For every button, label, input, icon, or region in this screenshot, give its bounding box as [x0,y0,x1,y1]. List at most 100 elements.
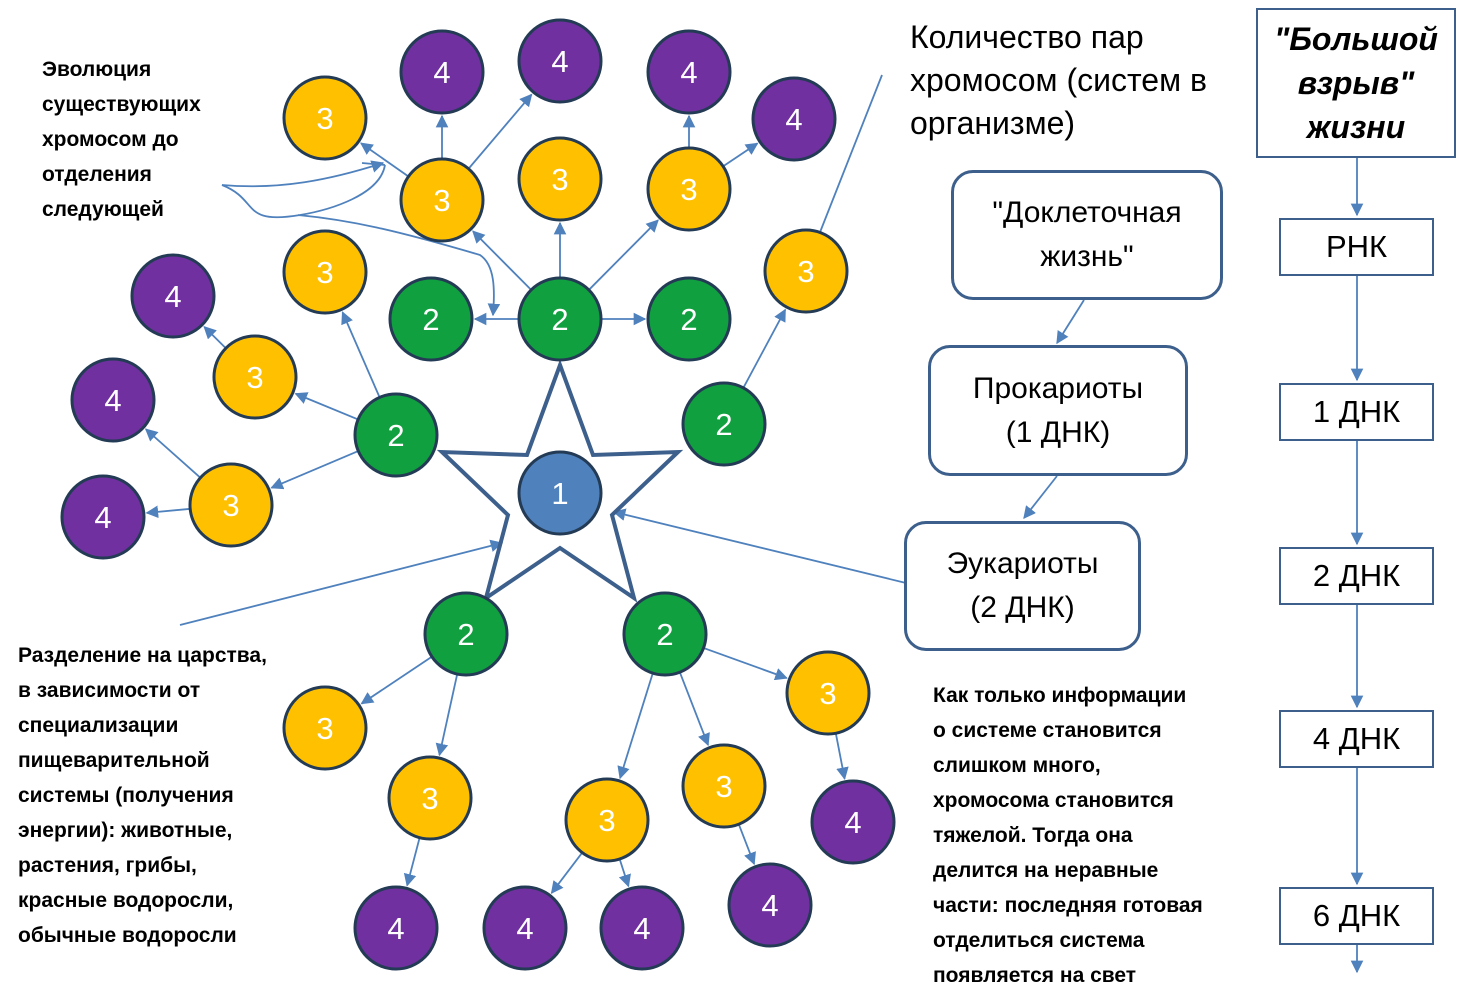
node-circle [423,591,509,677]
timeline-step-1dna: 1 ДНК [1279,383,1434,441]
node-label: 4 [844,805,861,840]
node-label: 3 [316,101,333,136]
node-label: 2 [422,302,439,337]
pointer-arrow [179,539,504,626]
node-circle [622,591,708,677]
pairs-title-line: хромосом (систем в [910,62,1207,98]
node-arrow [738,824,756,866]
chromosome-node-level-4: 4 [482,885,568,971]
kingdoms-note-line: специализации [18,714,179,737]
node-label: 3 [551,162,568,197]
division-note-line: хромосома становится [933,789,1174,812]
node-arrow [835,734,849,781]
chromosome-node-level-3: 3 [763,228,849,314]
node-arrow [403,838,421,887]
node-circle [681,381,767,467]
chromosome-node-level-4: 4 [751,76,837,162]
division-note: Как только информации о системе становит… [933,678,1203,993]
node-circle [517,450,603,536]
node-label: 4 [785,102,802,137]
node-circle [188,462,274,548]
division-note-line: Как только информации [933,684,1187,707]
pairs-title-line: Количество пар [910,19,1144,55]
node-label: 4 [94,500,111,535]
division-note-line: о системе становится [933,719,1162,742]
kingdoms-note-line: обычные водоросли [18,924,237,947]
division-note-line: части: последняя готовая [933,894,1203,917]
chromosome-node-level-3: 3 [681,743,767,829]
node-circle [517,276,603,362]
chromosome-node-level-3: 3 [785,650,871,736]
timeline-step-2dna: 2 ДНК [1279,547,1434,605]
node-label: 2 [551,302,568,337]
node-circle [517,136,603,222]
chromosome-node-level-3: 3 [564,777,650,863]
precell-life-box: "Доклеточная жизнь" [951,170,1223,300]
big-bang-box: "Большой взрыв" жизни [1256,8,1456,158]
node-arrow [294,392,358,420]
chromosome-node-level-1: 1 [517,450,603,536]
node-label: 3 [433,183,450,218]
chromosome-node-level-2: 2 [388,276,474,362]
chromosome-node-level-3: 3 [212,334,298,420]
node-arrow [472,230,532,290]
timeline-step-label: РНК [1325,229,1388,264]
node-label: 4 [633,911,650,946]
node-circle [727,862,813,948]
node-label: 4 [164,279,181,314]
chromosome-node-level-2: 2 [646,276,732,362]
division-note-line: появляется на свет [933,964,1137,987]
chromosome-node-level-3: 3 [646,146,732,232]
pairs-title-line: организме) [910,105,1076,141]
node-label: 3 [819,676,836,711]
pointer-arrow [811,74,883,252]
node-label: 3 [797,254,814,289]
kingdoms-note-line: энергии): животные, [18,819,233,842]
node-arrow [359,142,409,177]
node-circle [388,276,474,362]
node-label: 1 [551,476,568,511]
chromosome-node-level-4: 4 [810,779,896,865]
node-circle [130,253,216,339]
chromosome-node-level-4: 4 [130,253,216,339]
chromosome-node-level-4: 4 [60,474,146,560]
kingdoms-note-line: системы (получения [18,784,234,807]
node-label: 3 [715,769,732,804]
node-circle [282,229,368,315]
node-circle [564,777,650,863]
node-arrow [723,142,759,167]
node-arrow [203,326,226,349]
chromosome-node-level-2: 2 [353,392,439,478]
chromosome-node-level-4: 4 [353,885,439,971]
big-bang-label: "Большой [1274,21,1438,57]
node-label: 2 [715,407,732,442]
node-circle [353,392,439,478]
node-circle [387,755,473,841]
pointer-arrow [1023,475,1058,519]
node-label: 3 [421,781,438,816]
node-label: 2 [656,617,673,652]
pointer-arrow [612,508,907,584]
evolution-note-line: хромосом до [42,128,179,151]
node-circle [282,685,368,771]
node-label: 3 [598,803,615,838]
node-circle [399,157,485,243]
node-arrow [360,656,432,705]
node-circle [646,276,732,362]
node-label: 4 [761,888,778,923]
prokaryotes-label: Прокариоты [972,371,1144,405]
node-circle [810,779,896,865]
timeline-step-label: 6 ДНК [1312,898,1401,933]
node-arrow [145,505,190,519]
connection-arrows [144,74,1364,974]
timeline-step-6dna: 6 ДНК [1279,887,1434,945]
eukaryotes-label: (2 ДНК) [970,591,1075,624]
node-circle [599,885,685,971]
timeline-step-label: 4 ДНК [1312,721,1401,756]
node-arrow [144,428,201,478]
node-label: 2 [457,617,474,652]
timeline-step-label: 1 ДНК [1312,394,1401,429]
evolution-note-line: следующей [42,198,164,221]
